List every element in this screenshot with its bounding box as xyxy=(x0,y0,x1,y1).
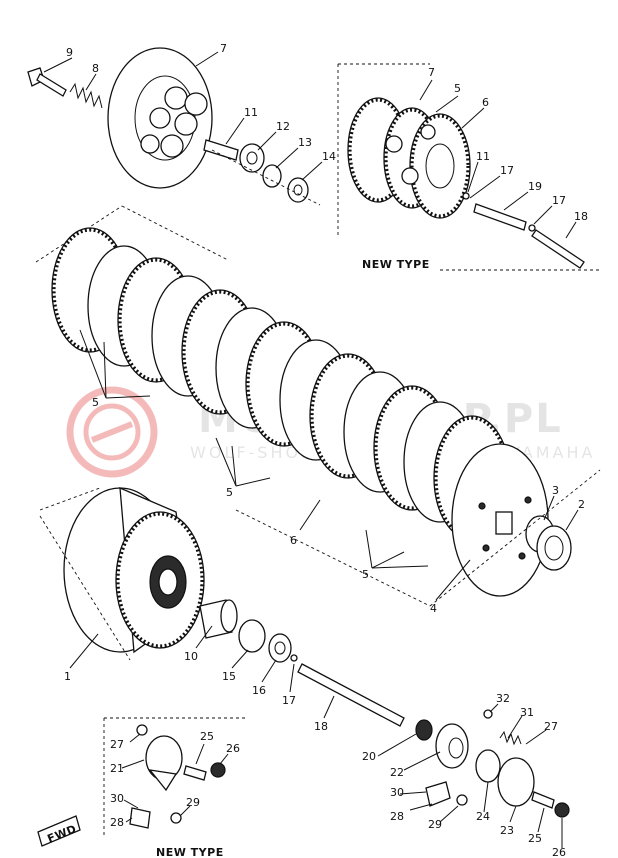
callout-4: 4 xyxy=(430,602,437,615)
callout-18: 18 xyxy=(314,720,328,733)
callout-26: 26 xyxy=(552,846,566,858)
callout-31: 31 xyxy=(520,706,534,719)
callout-12: 12 xyxy=(276,120,290,133)
pressure-plate-7 xyxy=(107,47,213,189)
callout-5: 5 xyxy=(454,82,461,95)
callout-24: 24 xyxy=(476,810,490,823)
callout-6: 6 xyxy=(290,534,297,547)
callout-13: 13 xyxy=(298,136,312,149)
callout-10: 10 xyxy=(184,650,198,663)
callout-27: 27 xyxy=(544,720,558,733)
callout-8: 8 xyxy=(92,62,99,75)
rod-11 xyxy=(203,139,239,161)
callout-7: 7 xyxy=(220,42,227,55)
callout-19: 19 xyxy=(528,180,542,193)
new-type-plate-stack xyxy=(347,97,471,219)
callout-22: 22 xyxy=(390,766,404,779)
washer-2 xyxy=(536,525,572,571)
callout-23: 23 xyxy=(500,824,514,837)
callout-11: 11 xyxy=(476,150,490,163)
fwd-arrow xyxy=(37,815,81,847)
callout-3: 3 xyxy=(552,484,559,497)
callout-16: 16 xyxy=(252,684,266,697)
callout-2: 2 xyxy=(578,498,585,511)
callout-29: 29 xyxy=(186,796,200,809)
callout-9: 9 xyxy=(66,46,73,59)
clutch-plate-stack xyxy=(51,227,549,597)
ball-17-lower xyxy=(290,654,298,662)
callout-21: 21 xyxy=(110,762,124,775)
watermark-logo xyxy=(66,386,158,478)
washer-14 xyxy=(287,177,309,203)
sleeve-10 xyxy=(199,599,238,639)
callout-1: 1 xyxy=(64,670,71,683)
callout-17: 17 xyxy=(500,164,514,177)
callout-7: 7 xyxy=(428,66,435,79)
callout-25: 25 xyxy=(200,730,214,743)
callout-28: 28 xyxy=(390,810,404,823)
callout-30: 30 xyxy=(110,792,124,805)
callout-28: 28 xyxy=(110,816,124,829)
caption-new-type-upper: NEW TYPE xyxy=(362,258,430,271)
callout-11: 11 xyxy=(244,106,258,119)
new-type-push-lever xyxy=(129,724,226,829)
callout-26: 26 xyxy=(226,742,240,755)
lower-right-assembly xyxy=(415,709,570,818)
callout-17: 17 xyxy=(552,194,566,207)
new-type-rod-18 xyxy=(531,229,585,269)
washer-13 xyxy=(262,164,282,188)
spring-8 xyxy=(69,82,103,109)
callout-5: 5 xyxy=(92,396,99,409)
callout-6: 6 xyxy=(482,96,489,109)
washer-16 xyxy=(268,633,292,663)
push-rod-18 xyxy=(297,663,405,727)
washer-15 xyxy=(238,619,266,653)
callout-5: 5 xyxy=(362,568,369,581)
callout-18: 18 xyxy=(574,210,588,223)
nut-12 xyxy=(239,143,265,173)
callout-20: 20 xyxy=(362,750,376,763)
callout-14: 14 xyxy=(322,150,336,163)
caption-new-type-lower: NEW TYPE xyxy=(156,846,224,858)
new-type-rod-19 xyxy=(473,203,527,231)
bolt-9 xyxy=(27,67,67,97)
callout-30: 30 xyxy=(390,786,404,799)
callout-25: 25 xyxy=(528,832,542,845)
callout-32: 32 xyxy=(496,692,510,705)
callout-29: 29 xyxy=(428,818,442,831)
ball-17 xyxy=(462,192,470,200)
callout-15: 15 xyxy=(222,670,236,683)
ball-17b xyxy=(528,224,536,232)
clutch-housing-1 xyxy=(63,486,205,654)
callout-17: 17 xyxy=(282,694,296,707)
callout-5: 5 xyxy=(226,486,233,499)
callout-27: 27 xyxy=(110,738,124,751)
